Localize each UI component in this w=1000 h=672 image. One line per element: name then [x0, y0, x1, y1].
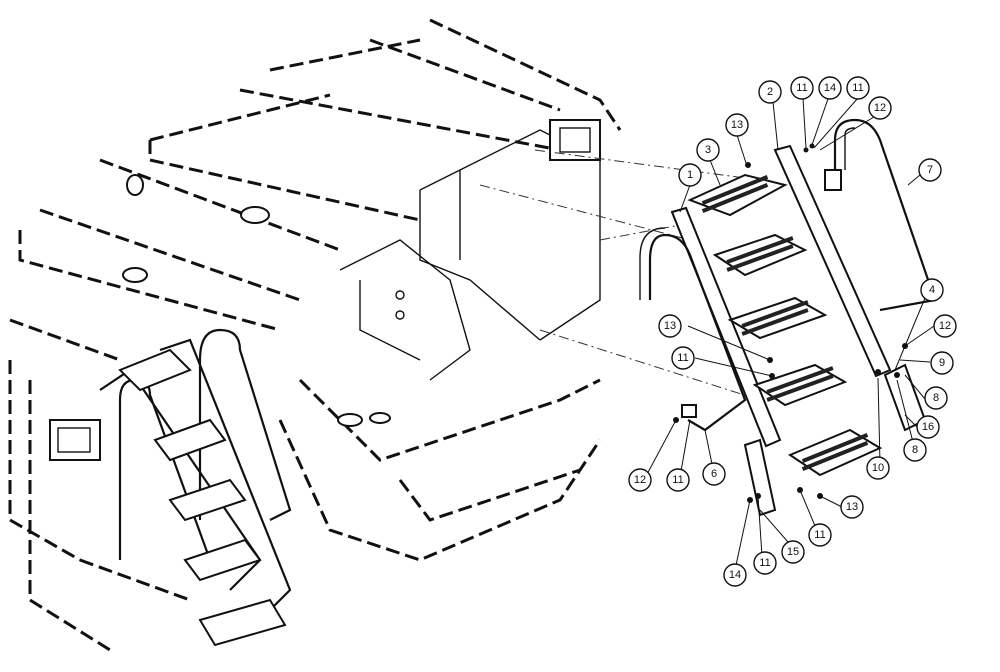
step-tread — [752, 363, 848, 407]
callout-13c: 13 — [840, 495, 864, 519]
svg-text:11: 11 — [672, 474, 683, 486]
svg-text:15: 15 — [787, 546, 799, 558]
callout-11b: 11 — [846, 76, 870, 100]
callout-8a: 8 — [924, 386, 948, 410]
svg-text:16: 16 — [922, 421, 934, 433]
svg-text:13: 13 — [846, 501, 858, 513]
svg-text:11: 11 — [796, 82, 807, 94]
step-tread — [787, 428, 883, 477]
callout-8b: 8 — [903, 438, 927, 462]
left-handrail — [648, 233, 747, 432]
svg-text:10: 10 — [872, 462, 884, 474]
callouts: 1 2 3 4 6 7 8 8 9 10 11 11 11 11 11 11 1… — [628, 76, 957, 587]
svg-text:12: 12 — [874, 102, 886, 114]
svg-text:9: 9 — [939, 357, 945, 369]
callout-7: 7 — [918, 158, 942, 182]
callout-14b: 14 — [723, 563, 747, 587]
bracket-15 — [743, 438, 777, 517]
svg-text:11: 11 — [852, 82, 863, 94]
callout-4: 4 — [920, 278, 944, 302]
callout-12b: 12 — [933, 314, 957, 338]
installed-ladder — [99, 328, 292, 647]
callout-14a: 14 — [818, 76, 842, 100]
callout-12a: 12 — [868, 96, 892, 120]
svg-text:7: 7 — [927, 164, 933, 176]
callout-13a: 13 — [725, 113, 749, 137]
svg-text:13: 13 — [664, 320, 676, 332]
svg-text:12: 12 — [634, 474, 646, 486]
callout-3: 3 — [696, 138, 720, 162]
machine-frame — [8, 18, 622, 652]
svg-text:6: 6 — [711, 468, 717, 480]
step-tread — [687, 173, 788, 217]
svg-text:12: 12 — [939, 320, 951, 332]
svg-text:13: 13 — [731, 119, 743, 131]
callout-6: 6 — [702, 462, 726, 486]
callout-2: 2 — [758, 80, 782, 104]
callout-15: 15 — [781, 540, 805, 564]
svg-text:3: 3 — [705, 144, 711, 156]
svg-text:11: 11 — [677, 352, 688, 364]
assembly-lines — [479, 149, 761, 401]
callout-11c: 11 — [671, 346, 695, 370]
callout-11f: 11 — [753, 551, 777, 575]
svg-text:8: 8 — [912, 444, 918, 456]
callout-12c: 12 — [628, 468, 652, 492]
svg-text:8: 8 — [933, 392, 939, 404]
callout-16: 16 — [916, 415, 940, 439]
callout-13b: 13 — [658, 314, 682, 338]
callout-10: 10 — [866, 456, 890, 480]
svg-text:11: 11 — [759, 557, 770, 569]
svg-text:1: 1 — [687, 169, 693, 181]
svg-text:4: 4 — [929, 284, 935, 296]
installed-step — [118, 348, 287, 647]
svg-text:11: 11 — [814, 529, 825, 541]
right-handrail — [833, 118, 937, 312]
svg-text:2: 2 — [767, 86, 773, 98]
right-side-rail — [773, 144, 892, 378]
callout-11d: 11 — [666, 468, 690, 492]
callout-9: 9 — [930, 351, 954, 375]
step-tread — [727, 296, 828, 340]
exploded-ladder — [639, 118, 937, 517]
callout-1: 1 — [678, 163, 702, 187]
svg-text:14: 14 — [729, 569, 741, 581]
callout-11a: 11 — [790, 76, 814, 100]
svg-text:14: 14 — [824, 82, 836, 94]
callout-11e: 11 — [808, 523, 832, 547]
step-tread — [712, 233, 808, 277]
